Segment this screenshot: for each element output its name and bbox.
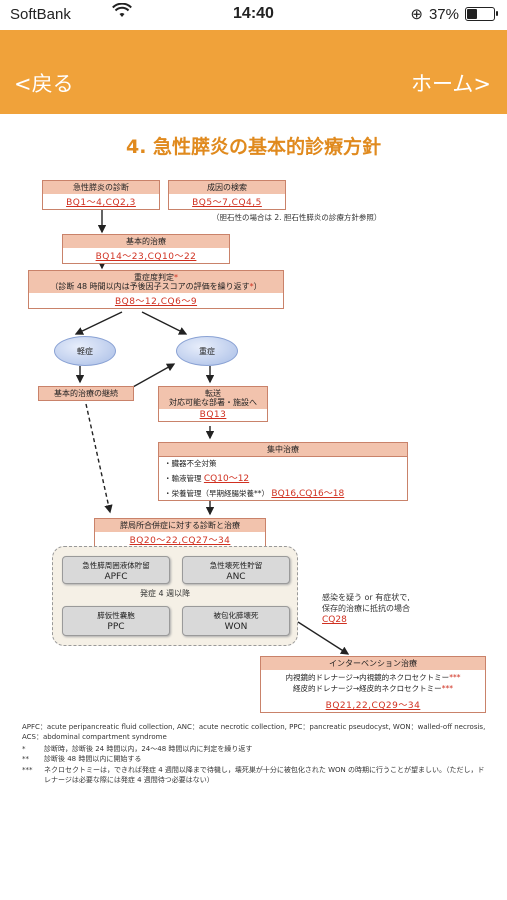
after-4-weeks-label: 発症 4 週以降	[140, 589, 191, 598]
intervention-title: インターベンション治療	[261, 657, 485, 671]
intervention-ref[interactable]: BQ21,22,CQ29～34	[261, 696, 485, 712]
ppc-title: 膵仮性嚢胞	[97, 611, 135, 620]
intervention-stars: ***	[449, 673, 461, 683]
severity-star: *	[174, 273, 178, 282]
footnote-text: 診断時，診断後 24 時間以内，24～48 時間以内に判定を繰り返す	[44, 745, 253, 754]
apfc-abbr: APFC	[104, 572, 128, 582]
intensive-care-box: 集中治療	[158, 442, 408, 458]
continue-box: 基本的治療の継続	[38, 386, 134, 402]
home-button[interactable]: ホーム>	[411, 72, 491, 96]
severity-sub: （診断 48 時間以内は予後因子スコアの評価を繰り返す	[50, 282, 250, 292]
transfer-sub: 対応可能な部署・施設へ	[169, 398, 257, 408]
severity-box: 重症度判定* （診断 48 時間以内は予後因子スコアの評価を繰り返す*） BQ8…	[28, 270, 284, 310]
diagnosis-ref[interactable]: BQ1～4,CQ2,3	[43, 194, 159, 210]
won-title: 被包化膵壊死	[213, 611, 259, 620]
ppc-box: 膵仮性嚢胞 PPC	[62, 606, 170, 636]
intensive-item-text: ・栄養管理（早期経腸栄養**）	[164, 489, 269, 498]
local-ref[interactable]: BQ20～22,CQ27～34	[95, 532, 265, 548]
footnote-mark: ***	[22, 765, 33, 774]
gallstone-note: （胆石性の場合は 2. 胆石性膵炎の診療方針参照）	[212, 213, 382, 222]
footnote-text: 診断後 48 時間以内に開始する	[44, 755, 142, 764]
basic-treatment-title: 基本的治療	[63, 235, 229, 249]
apfc-box: 急性膵周囲液体貯留 APFC	[62, 556, 170, 584]
abbreviation-note: APFC：acute peripancreatic fluid collecti…	[22, 723, 486, 742]
diagnosis-title: 急性膵炎の診断	[43, 181, 159, 195]
intensive-title: 集中治療	[159, 443, 407, 457]
severity-sub-end: ）	[253, 282, 262, 292]
footnote-text: ネクロセクトミーは，できれば発症 4 週間以降まで待機し，壊死巣が十分に被包化さ…	[44, 765, 485, 784]
carrier-label: SoftBank	[10, 6, 71, 23]
transfer-title: 転送	[205, 389, 221, 398]
intervention-stars: ***	[441, 684, 453, 694]
clock: 14:40	[233, 5, 274, 22]
mild-oval: 軽症	[54, 336, 116, 366]
battery-icon	[465, 7, 498, 21]
infection-ref[interactable]: CQ28	[322, 615, 347, 626]
infection-note: 感染を疑う or 有症状で, 保存的治療に抵抗の場合 CQ28	[322, 592, 410, 627]
flowchart-figure: 急性膵炎の診断 BQ1～4,CQ2,3 成因の検索 BQ5～7,CQ4,5 （胆…	[14, 174, 493, 814]
intervention-body: 内視鏡的ドレナージ→内視鏡的ネクロセクトミー*** 経皮的ドレナージ→経皮的ネク…	[261, 670, 485, 697]
back-button[interactable]: <戻る	[14, 72, 74, 96]
footnote-item: *** ネクロセクトミーは，できれば発症 4 週間以降まで待機し，壊死巣が十分に被…	[22, 765, 487, 785]
basic-treatment-ref[interactable]: BQ14～23,CQ10～22	[63, 248, 229, 264]
intervention-line1: 内視鏡的ドレナージ→内視鏡的ネクロセクトミー	[285, 673, 450, 683]
intensive-list: ・臓器不全対策 ・輸液管理 CQ10～12 ・栄養管理（早期経腸栄養**） BQ…	[158, 456, 408, 501]
rotation-lock-icon: ⊕	[410, 6, 423, 23]
footnotes: APFC：acute peripancreatic fluid collecti…	[22, 722, 487, 785]
footnote-mark: **	[22, 755, 29, 764]
intensive-item-ref[interactable]: BQ16,CQ16～18	[271, 489, 345, 499]
page-title: 4. 急性膵炎の基本的診療方針	[125, 136, 382, 158]
cause-ref[interactable]: BQ5～7,CQ4,5	[169, 194, 285, 210]
anc-abbr: ANC	[226, 572, 246, 582]
basic-treatment-box: 基本的治療 BQ14～23,CQ10～22	[62, 234, 230, 265]
apfc-title: 急性膵周囲液体貯留	[82, 561, 150, 570]
anc-title: 急性壊死性貯留	[209, 561, 263, 570]
intervention-line2: 経皮的ドレナージ→経皮的ネクロセクトミー	[293, 684, 442, 694]
intensive-item-text: ・輸液管理	[164, 474, 202, 483]
intensive-item: ・臓器不全対策	[159, 457, 407, 470]
anc-box: 急性壊死性貯留 ANC	[182, 556, 290, 584]
local-title: 膵局所合併症に対する診断と治療	[95, 519, 265, 533]
footnote-item: ** 診断後 48 時間以内に開始する	[22, 754, 487, 764]
status-bar: SoftBank 14:40 ⊕ 37%	[0, 0, 507, 30]
severity-header: 重症度判定* （診断 48 時間以内は予後因子スコアの評価を繰り返す*）	[29, 271, 283, 294]
won-box: 被包化膵壊死 WON	[182, 606, 290, 636]
local-complication-box: 膵局所合併症に対する診断と治療 BQ20～22,CQ27～34	[94, 518, 266, 549]
intensive-item-text: ・臓器不全対策	[164, 459, 217, 468]
transfer-ref[interactable]: BQ13	[159, 409, 267, 422]
cause-title: 成因の検索	[169, 181, 285, 195]
transfer-header: 転送 対応可能な部署・施設へ	[159, 387, 267, 410]
diagnosis-box: 急性膵炎の診断 BQ1～4,CQ2,3	[42, 180, 160, 211]
footnote-item: * 診断時，診断後 24 時間以内，24～48 時間以内に判定を繰り返す	[22, 744, 487, 754]
content-area[interactable]: 4. 急性膵炎の基本的診療方針	[0, 114, 507, 900]
intervention-box: インターベンション治療 内視鏡的ドレナージ→内視鏡的ネクロセクトミー*** 経皮…	[260, 656, 486, 713]
intensive-item-ref[interactable]: CQ10～12	[203, 474, 250, 484]
cause-box: 成因の検索 BQ5～7,CQ4,5	[168, 180, 286, 211]
intensive-item: ・栄養管理（早期経腸栄養**） BQ16,CQ16～18	[159, 485, 407, 500]
infection-line2: 保存的治療に抵抗の場合	[322, 604, 410, 614]
severity-ref[interactable]: BQ8～12,CQ6～9	[29, 293, 283, 309]
intensive-item: ・輸液管理 CQ10～12	[159, 470, 407, 485]
won-abbr: WON	[224, 622, 248, 632]
transfer-box: 転送 対応可能な部署・施設へ BQ13	[158, 386, 268, 423]
severity-title: 重症度判定	[134, 273, 174, 282]
nav-bar: <戻る ホーム>	[0, 30, 507, 114]
ppc-abbr: PPC	[107, 622, 125, 632]
battery-percent: 37%	[428, 5, 459, 23]
status-right: ⊕ 37%	[410, 5, 498, 23]
wifi-icon	[112, 2, 132, 24]
continue-title: 基本的治療の継続	[39, 387, 133, 401]
infection-line1: 感染を疑う or 有症状で,	[322, 593, 410, 602]
footnote-mark: *	[22, 745, 26, 754]
severe-oval: 重症	[176, 336, 238, 366]
severity-sub-star: *	[249, 282, 254, 292]
